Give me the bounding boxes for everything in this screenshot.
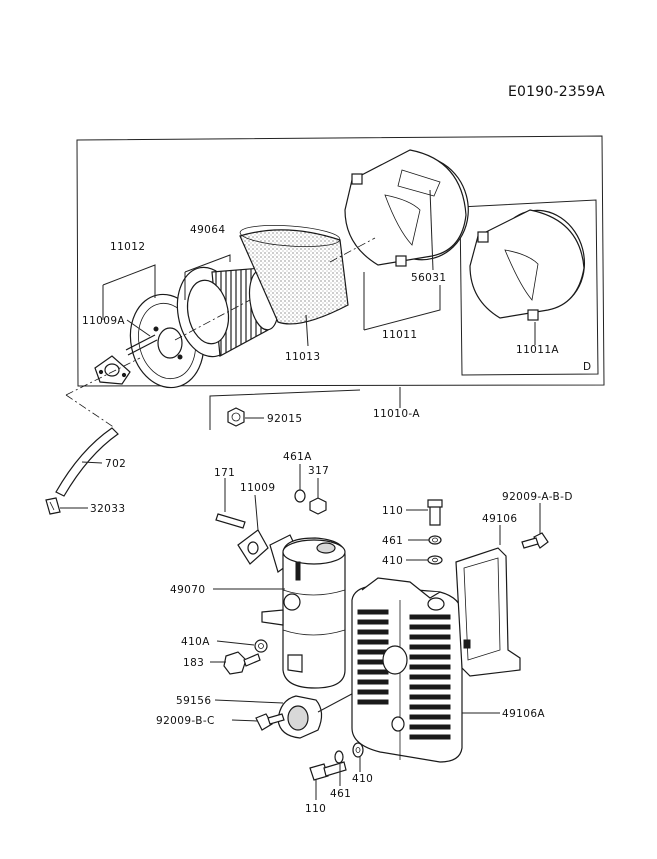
label-49106: 49106: [482, 513, 517, 525]
label-171: 171: [214, 467, 235, 479]
label-92015: 92015: [267, 413, 302, 425]
label-32033: 32033: [90, 503, 125, 515]
muffler-cover-49106a: [351, 577, 463, 763]
hose-clip-32033: [45, 497, 61, 515]
leader-11013: [305, 314, 309, 347]
nut-317: [309, 497, 327, 515]
leader-56031: [429, 189, 434, 271]
label-56031: 56031: [411, 272, 446, 284]
muffler-49070: [261, 534, 346, 689]
label-410-top: 410: [382, 555, 403, 567]
label-59156: 59156: [176, 695, 211, 707]
air-cleaner-cover-11011a: [469, 209, 586, 321]
label-110-top: 110: [382, 505, 403, 517]
label-702: 702: [105, 458, 126, 470]
detail-box-label: D: [583, 361, 592, 373]
label-461-top: 461: [382, 535, 403, 547]
label-461a: 461A: [283, 451, 312, 463]
label-410-bottom: 410: [352, 773, 373, 785]
label-49070: 49070: [170, 584, 205, 596]
washer-410-top: [427, 555, 443, 565]
washer-410-bottom: [352, 742, 364, 758]
label-11013: 11013: [285, 351, 320, 363]
stud-171: [215, 513, 246, 529]
bolt-110-bottom: [309, 761, 347, 781]
leader-11011: [363, 285, 441, 331]
label-11009: 11009: [240, 482, 275, 494]
label-49106a: 49106A: [502, 708, 545, 720]
label-317: 317: [308, 465, 329, 477]
foam-precleaner-11013: [239, 225, 349, 325]
filter-element-49064: [176, 266, 280, 358]
label-92009-b-c: 92009-B-C: [156, 715, 215, 727]
label-11009a: 11009A: [82, 315, 125, 327]
gasket-11009a: [94, 355, 131, 385]
label-410a: 410A: [181, 636, 210, 648]
air-cleaner-cover-11011: [344, 149, 469, 267]
label-11011: 11011: [382, 329, 417, 341]
shield-plate-49106: [455, 547, 521, 677]
leader-92015: [209, 389, 361, 430]
bolt-183: [223, 651, 261, 675]
spark-arrester-59156: [277, 679, 379, 739]
label-11011a: 11011A: [516, 344, 559, 356]
washer-461-top: [428, 535, 442, 545]
label-461-bottom: 461: [330, 788, 351, 800]
label-11010a: 11010-A: [373, 408, 420, 420]
leader-49064: [184, 254, 231, 273]
washer-461-bottom: [334, 750, 344, 764]
diagram-code: E0190-2359A: [508, 84, 605, 100]
label-110-bottom: 110: [305, 803, 326, 815]
detail-box-d: [459, 199, 599, 376]
gasket-11009: [237, 529, 269, 565]
screw-92009-a-b-d: [521, 532, 549, 549]
assembly-box: [76, 135, 605, 387]
label-49064: 49064: [190, 224, 225, 236]
screw-92009-b-c: [255, 713, 285, 731]
label-11012: 11012: [110, 241, 145, 253]
nut-92015: [227, 407, 245, 427]
leader-11012: [102, 264, 156, 298]
bolt-110-top: [427, 499, 443, 526]
washer-461a: [294, 489, 306, 503]
label-92009-a-b-d: 92009-A-B-D: [502, 491, 573, 503]
label-183: 183: [183, 657, 204, 669]
washer-410a: [254, 639, 268, 653]
